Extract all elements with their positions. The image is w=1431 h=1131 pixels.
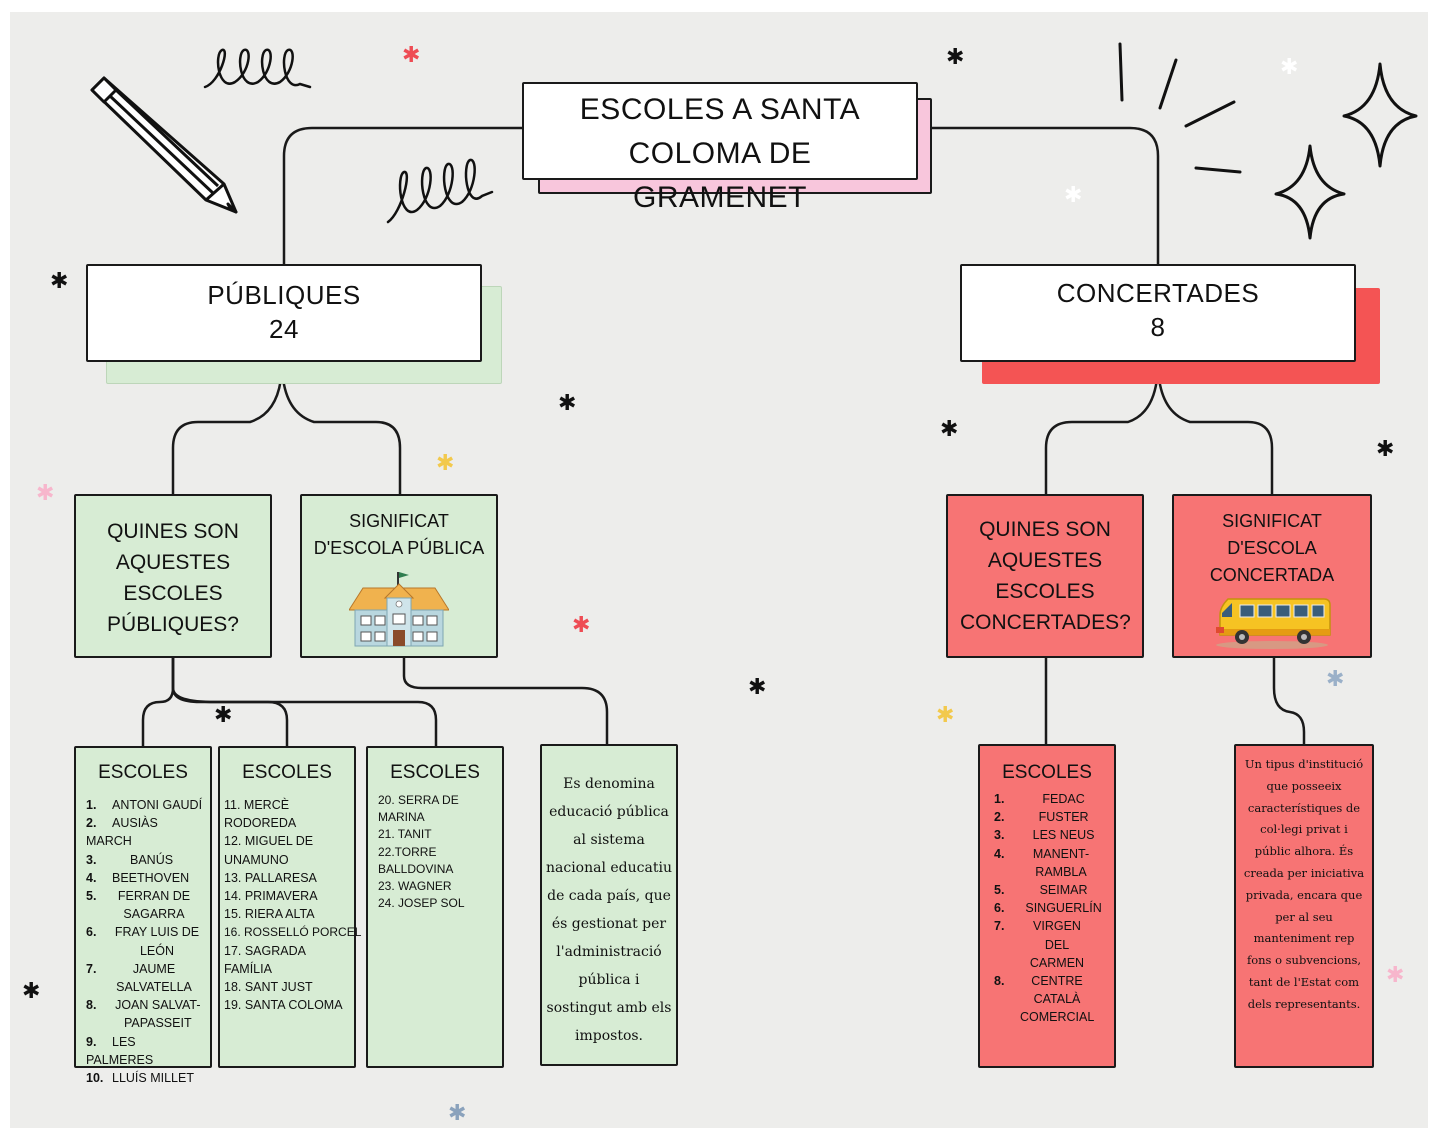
- list-item: 2.AUSIÀS MARCH: [86, 816, 158, 849]
- star-icon: ✱: [1376, 436, 1395, 461]
- list-item: 6.FRAY LUIS DE LEÓN: [86, 925, 200, 958]
- pencil-icon: [90, 76, 238, 214]
- concertades-meaning-title: SIGNIFICAT D'ESCOLA CONCERTADA: [1209, 511, 1335, 585]
- list-item: 21. TANIT: [378, 827, 432, 842]
- star-icon: ✱: [936, 702, 955, 727]
- list-item: 19. SANTA COLOMA: [224, 998, 343, 1013]
- star-icon: ✱: [1386, 962, 1405, 987]
- publiques-question-box: QUINES SON AQUESTES ESCOLES PÚBLIQUES?: [74, 494, 272, 658]
- publiques-count: 24: [269, 314, 299, 344]
- list-item: 11. MERCÈ RODOREDA: [224, 798, 297, 831]
- publiques-meaning-box: SIGNIFICAT D'ESCOLA PÚBLICA: [300, 494, 498, 658]
- list-item: 17. SAGRADA FAMÍLIA: [224, 943, 306, 976]
- star-icon: ✱: [572, 612, 591, 637]
- star-icon: ✱: [1280, 54, 1299, 79]
- publiques-list-2: 11. MERCÈ RODOREDA 12. MIGUEL DE UNAMUNO…: [220, 796, 362, 1014]
- sparkle-icon: [1342, 62, 1418, 168]
- list-item: 15. RIERA ALTA: [224, 907, 315, 922]
- list-item: 1.ANTONI GAUDÍ: [86, 798, 203, 812]
- star-icon: ✱: [36, 480, 55, 505]
- publiques-list-1: 1.ANTONI GAUDÍ 2.AUSIÀS MARCH 3.BANÚS 4.…: [76, 796, 210, 1087]
- list-item: 10.LLUÍS MILLET: [86, 1071, 194, 1086]
- concertades-list-title: ESCOLES: [1002, 762, 1092, 783]
- school-building-icon: [349, 572, 449, 647]
- sparkle-icon-small: [1274, 144, 1346, 240]
- publiques-list-3-box: ESCOLES 20. SERRA DE MARINA 21. TANIT 22…: [366, 746, 504, 1068]
- list-item: 23. WAGNER: [378, 879, 452, 894]
- list-item: 4.MANENT-RAMBLA: [994, 846, 1090, 879]
- publiques-description-box: Es denomina educació pública al sistema …: [540, 744, 678, 1066]
- list-item: 3.BANÚS: [86, 852, 174, 867]
- star-icon: ✱: [50, 268, 69, 293]
- concertades-list: 1.FEDAC 2.FUSTER 3.LES NEUS 4.MANENT-RAM…: [980, 790, 1114, 1027]
- connector-lines: [141, 126, 1306, 748]
- concertades-label: CONCERTADES: [1056, 278, 1260, 308]
- squiggle-icon-2: [386, 158, 494, 224]
- list-item: 22.TORRE BALLDOVINA: [378, 844, 454, 876]
- list-item: 5.FERRAN DE SAGARRA: [86, 889, 191, 922]
- mind-map-canvas: ✱ ✱ ✱ ✱ ✱ ✱ ✱ ✱ ✱ ✱ ✱ ✱ ✱ ✱ ✱ ✱ ✱ ✱ ESCO…: [10, 12, 1428, 1128]
- list-item: 24. JOSEP SOL: [378, 896, 465, 911]
- list-item: 8.CENTRE CATALÀ COMERCIAL: [994, 974, 1095, 1025]
- star-icon: ✱: [558, 390, 577, 415]
- publiques-description: Es denomina educació pública al sistema …: [546, 776, 672, 1044]
- star-icon: ✱: [214, 702, 233, 727]
- list-item: 9.LES PALMERES: [86, 1034, 154, 1067]
- page-title: ESCOLES A SANTA COLOMA DE GRAMENET: [579, 93, 861, 214]
- list-item: 13. PALLARESA: [224, 870, 317, 885]
- star-icon: ✱: [22, 978, 41, 1003]
- list-item: 14. PRIMAVERA: [224, 889, 318, 904]
- list-item: 6.SINGUERLÍN: [994, 901, 1102, 916]
- star-icon: ✱: [1064, 182, 1083, 207]
- concertades-description: Un tipus d'institució que posseeix carac…: [1243, 757, 1365, 1011]
- publiques-list-1-box: ESCOLES 1.ANTONI GAUDÍ 2.AUSIÀS MARCH 3.…: [74, 746, 212, 1085]
- list-item: 12. MIGUEL DE UNAMUNO: [224, 834, 314, 867]
- list-item: 16. ROSSELLÓ PORCEL: [224, 925, 362, 940]
- publiques-label: PÚBLIQUES: [207, 280, 361, 310]
- star-icon: ✱: [940, 416, 959, 441]
- burst-lines-icon: [1118, 42, 1242, 174]
- list-item: 2.FUSTER: [994, 810, 1089, 825]
- list-item: 4.BEETHOVEN: [86, 870, 190, 885]
- list-item: 8.JOAN SALVAT-PAPASSEIT: [86, 998, 201, 1031]
- concertades-count: 8: [1150, 312, 1166, 342]
- publiques-meaning-title: SIGNIFICAT D'ESCOLA PÚBLICA: [313, 511, 485, 558]
- star-icon: ✱: [436, 450, 455, 475]
- star-icon: ✱: [946, 44, 965, 69]
- publiques-list-2-title: ESCOLES: [242, 762, 332, 783]
- star-icon: ✱: [1326, 666, 1345, 691]
- list-item: 7.VIRGEN DEL CARMEN: [994, 919, 1085, 970]
- list-item: 1.FEDAC: [994, 792, 1085, 806]
- publiques-box: PÚBLIQUES 24: [86, 264, 482, 362]
- concertades-question: QUINES SON AQUESTES ESCOLES CONCERTADES?: [960, 518, 1131, 634]
- concertades-description-box: Un tipus d'institució que posseeix carac…: [1234, 744, 1374, 1068]
- concertades-box: CONCERTADES 8: [960, 264, 1356, 362]
- list-item: 5.SEIMAR: [994, 883, 1088, 898]
- publiques-question: QUINES SON AQUESTES ESCOLES PÚBLIQUES?: [107, 520, 239, 636]
- concertades-meaning-box: SIGNIFICAT D'ESCOLA CONCERTADA: [1172, 494, 1372, 658]
- star-icon: ✱: [402, 42, 421, 67]
- list-item: 18. SANT JUST: [224, 980, 313, 995]
- publiques-list-3: 20. SERRA DE MARINA 21. TANIT 22.TORRE B…: [368, 792, 502, 912]
- school-bus-icon: [1216, 598, 1331, 649]
- concertades-list-box: ESCOLES 1.FEDAC 2.FUSTER 3.LES NEUS 4.MA…: [978, 744, 1116, 1068]
- publiques-list-2-box: ESCOLES 11. MERCÈ RODOREDA 12. MIGUEL DE…: [218, 746, 362, 1068]
- star-icon: ✱: [748, 674, 767, 699]
- title-box: ESCOLES A SANTA COLOMA DE GRAMENET: [522, 82, 918, 214]
- list-item: 20. SERRA DE MARINA: [378, 793, 459, 825]
- concertades-question-box: QUINES SON AQUESTES ESCOLES CONCERTADES?: [946, 494, 1144, 658]
- publiques-list-3-title: ESCOLES: [390, 762, 480, 783]
- publiques-list-1-title: ESCOLES: [98, 762, 188, 783]
- squiggle-icon: [203, 48, 312, 89]
- list-item: 7.JAUME SALVATELLA: [86, 961, 192, 995]
- list-item: 3.LES NEUS: [994, 828, 1095, 843]
- star-icon: ✱: [448, 1100, 467, 1125]
